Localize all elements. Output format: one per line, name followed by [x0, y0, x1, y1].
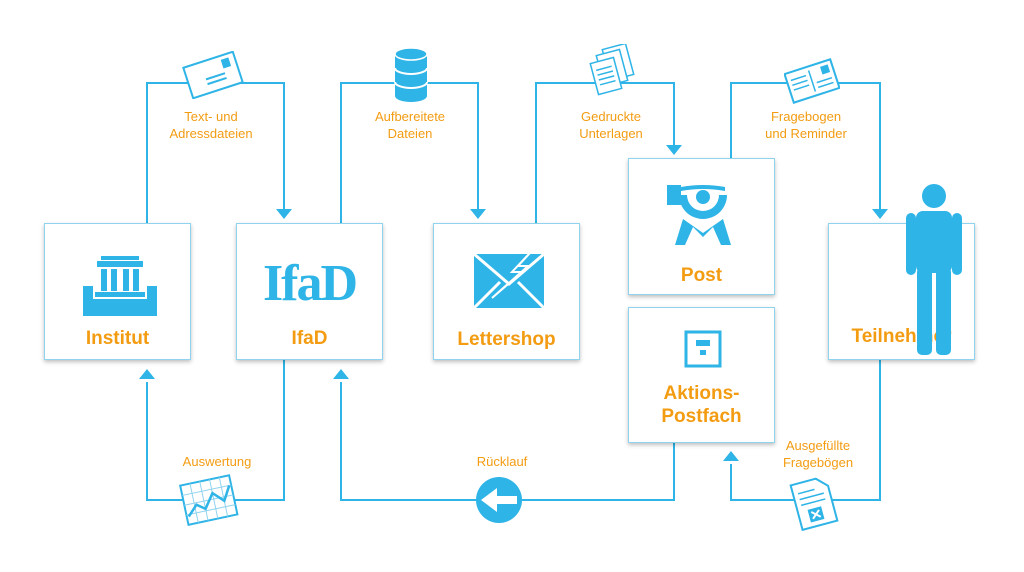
documents-icon: [589, 44, 635, 96]
flow-label-line: Text- und: [184, 109, 238, 124]
flow-label-line: und Reminder: [765, 126, 847, 141]
database-icon: [394, 47, 428, 102]
arrowhead-up-ifad: [333, 369, 349, 379]
flow-label-line: Fragebögen: [782, 455, 854, 470]
node-label-post: Post: [680, 265, 723, 286]
post-horn-icon: [667, 185, 731, 245]
node-label-ifad: IfaD: [291, 328, 328, 349]
envelope-lightning-icon: [472, 239, 546, 310]
flow-label-line: Rücklauf: [476, 454, 528, 469]
flow-label-line: Gedruckte: [581, 109, 641, 124]
node-label-lettershop: Lettershop: [457, 329, 556, 350]
letter-icon: [182, 51, 244, 99]
flow-label-aufbereitete-dateien: Aufbereitete Dateien: [352, 108, 468, 142]
node-label-postfach-line2: Postfach: [661, 406, 742, 427]
flow-label-line: Ausgefüllte: [785, 438, 851, 453]
flow-label-gedruckte-unterlagen: Gedruckte Unterlagen: [552, 108, 670, 142]
node-lettershop: Lettershop: [433, 223, 580, 360]
chart-icon: [178, 474, 239, 526]
flow-label-line: Auswertung: [182, 454, 252, 469]
node-label-institut: Institut: [85, 328, 150, 349]
node-aktions-postfach: Aktions- Postfach: [628, 307, 775, 443]
arrowhead-up-postfach: [723, 451, 739, 461]
node-post: Post: [628, 158, 775, 295]
flow-label-line: Adressdateien: [169, 126, 253, 141]
node-label-postfach-line1: Aktions-: [663, 383, 740, 404]
filled-form-icon: [789, 477, 839, 532]
flow-label-ausgefuellte-frageboegen: Ausgefüllte Fragebögen: [760, 437, 876, 471]
flow-label-line: Fragebogen: [770, 109, 842, 124]
institution-building-icon: [83, 256, 157, 316]
connector-ifad-lettershop: [340, 82, 479, 224]
mailbox-icon: [684, 330, 722, 368]
flow-label-line: Dateien: [387, 126, 433, 141]
flow-label-fragebogen-reminder: Fragebogen und Reminder: [746, 108, 866, 142]
ifad-logo: IfaD: [262, 255, 358, 312]
flow-label-auswertung: Auswertung: [162, 453, 272, 470]
arrowhead-down-lettershop: [470, 209, 486, 219]
postcard-icon: [784, 58, 840, 104]
arrowhead-up-institut: [139, 369, 155, 379]
flow-label-text-adressdateien: Text- und Adressdateien: [150, 108, 272, 142]
node-ifad: IfaD IfaD: [236, 223, 383, 360]
arrowhead-down-ifad: [276, 209, 292, 219]
node-institut: Institut: [44, 223, 191, 360]
arrowhead-down-post: [666, 145, 682, 155]
flow-label-line: Aufbereitete: [374, 109, 446, 124]
person-icon: [906, 184, 962, 355]
flow-label-line: Unterlagen: [579, 126, 643, 141]
flow-label-ruecklauf: Rücklauf: [452, 453, 552, 470]
return-arrow-icon: [476, 477, 522, 523]
connector-institut-ifad: [146, 82, 285, 224]
arrowhead-down-teilnehmer: [872, 209, 888, 219]
